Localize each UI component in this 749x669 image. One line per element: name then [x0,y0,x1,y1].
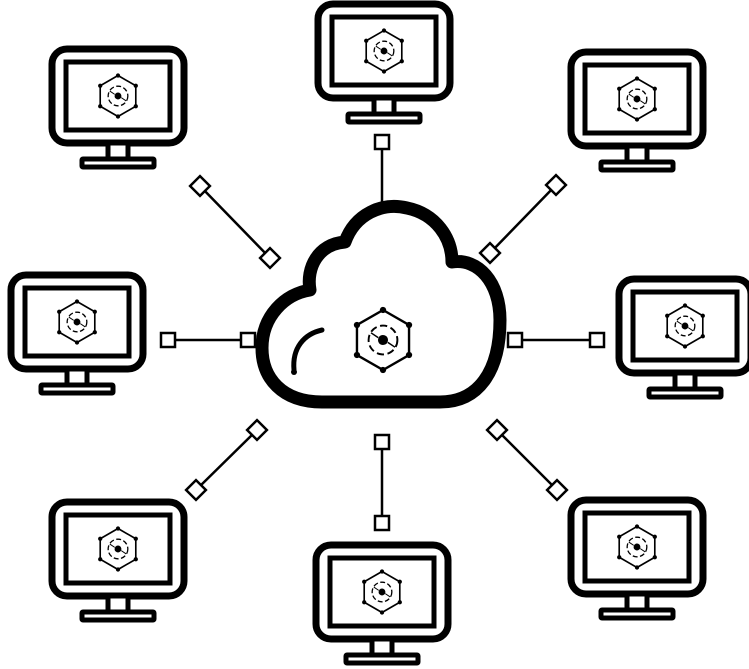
connector-bottom-right [485,418,569,502]
computer-bottom-left-icon [52,502,184,620]
computer-top-icon [318,4,450,122]
computer-bottom-right-icon [571,500,703,618]
connector-bottom-left [184,418,269,502]
connector-top-right [478,173,568,265]
connector-right [506,331,606,349]
computer-top-left-icon [52,49,184,167]
computer-right-icon [619,279,749,397]
computer-top-right-icon [571,52,703,170]
connector-top-left [188,174,282,270]
connector-bottom [373,433,391,532]
connector-left [159,331,257,349]
computer-left-icon [11,275,143,393]
computer-bottom-icon [316,545,448,663]
cloud-hub [255,200,507,409]
